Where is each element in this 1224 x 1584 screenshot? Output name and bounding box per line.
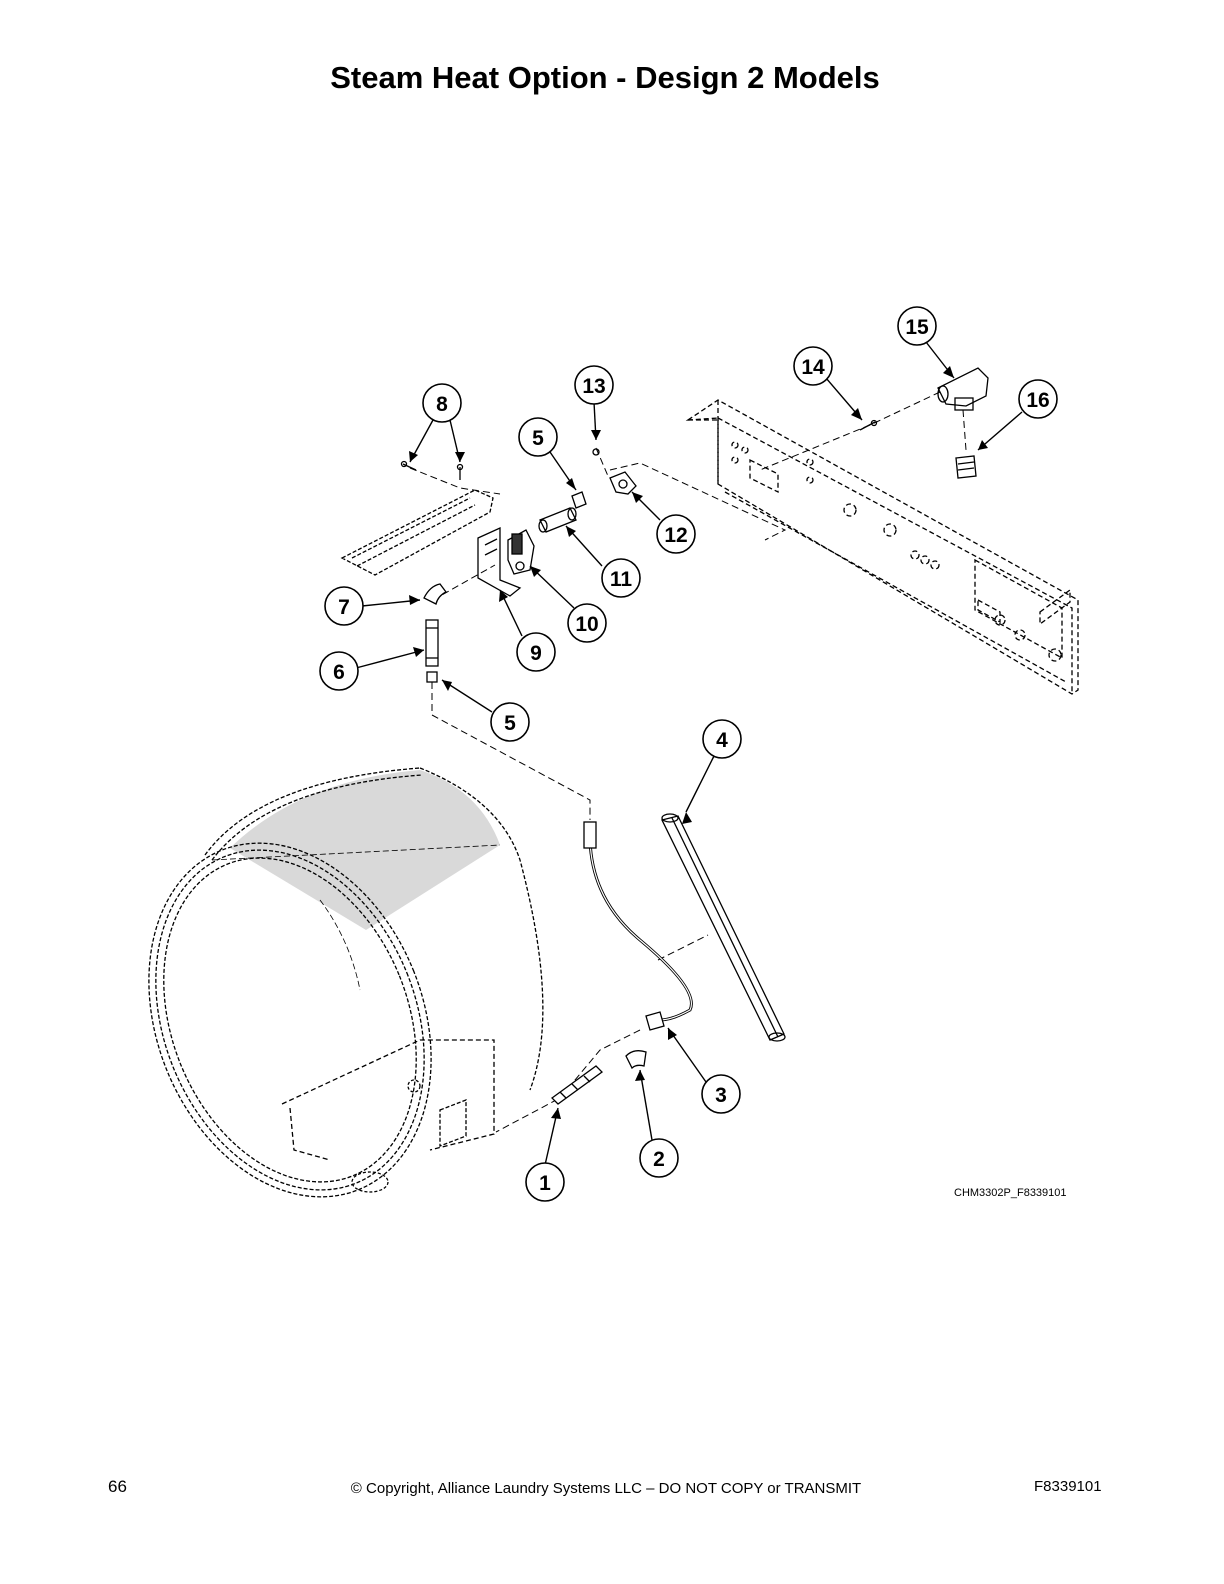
callout-10: 10: [567, 603, 607, 643]
svg-text:10: 10: [575, 613, 598, 636]
coupling-5-upper: [571, 491, 587, 509]
copyright-notice: © Copyright, Alliance Laundry Systems LL…: [350, 1480, 862, 1497]
svg-text:16: 16: [1026, 389, 1049, 412]
leader-arrows: [355, 341, 1023, 1166]
svg-text:7: 7: [338, 596, 350, 619]
drawing-id: CHM3302P_F8339101: [954, 1187, 1067, 1199]
flex-hose-3: [583, 821, 693, 1031]
svg-text:15: 15: [905, 316, 929, 339]
callouts: 1 2 3 4 5 5 6 7 8 9 10 11 12 13 14 15 16: [319, 306, 1058, 1202]
nipple-1: [551, 1065, 603, 1105]
nipple-11: [538, 507, 577, 533]
adapter-16: [955, 455, 977, 479]
callout-4: 4: [702, 719, 742, 759]
steam-coil-4: [661, 813, 786, 1042]
rear-panel: [685, 399, 1079, 695]
screw-14: [859, 419, 878, 431]
svg-text:12: 12: [664, 524, 687, 547]
callout-5-lower: 5: [490, 702, 530, 742]
svg-text:11: 11: [610, 568, 633, 591]
elbow-2: [625, 1050, 647, 1070]
arrowheads: [409, 366, 988, 1119]
bracket-9: [477, 526, 522, 597]
tee-15: [937, 367, 989, 411]
callout-15: 15: [897, 306, 937, 346]
solenoid-valve-10: [507, 529, 535, 575]
svg-text:1: 1: [539, 1172, 551, 1195]
svg-text:6: 6: [333, 661, 345, 684]
svg-text:14: 14: [801, 356, 825, 379]
callout-9: 9: [516, 632, 556, 672]
svg-text:2: 2: [653, 1148, 665, 1171]
elbow-7: [423, 583, 447, 605]
svg-text:5: 5: [504, 712, 516, 735]
mounting-bracket: [340, 489, 494, 576]
nipple-6: [425, 619, 439, 667]
callout-7: 7: [324, 586, 364, 626]
document-code: F8339101: [1034, 1478, 1102, 1495]
callout-13: 13: [574, 365, 614, 405]
svg-text:4: 4: [716, 729, 728, 752]
svg-text:8: 8: [436, 393, 448, 416]
callout-5-upper: 5: [518, 417, 558, 457]
svg-text:13: 13: [582, 375, 605, 398]
callout-8: 8: [422, 383, 462, 423]
callout-14: 14: [793, 346, 833, 386]
page-number: 66: [108, 1477, 127, 1496]
svg-text:9: 9: [530, 642, 542, 665]
assembly-lines: [409, 391, 967, 1133]
callout-2: 2: [639, 1138, 679, 1178]
svg-text:3: 3: [715, 1084, 727, 1107]
callout-16: 16: [1018, 379, 1058, 419]
callout-12: 12: [656, 514, 696, 554]
callout-11: 11: [601, 558, 641, 598]
heater-drum: [148, 767, 544, 1198]
svg-text:5: 5: [532, 427, 544, 450]
callout-6: 6: [319, 651, 359, 691]
callout-3: 3: [701, 1074, 741, 1114]
fitting-12: [609, 471, 637, 495]
plug-13: [592, 448, 600, 456]
page-title: Steam Heat Option - Design 2 Models: [330, 60, 880, 95]
coupling-5-lower: [426, 671, 438, 683]
screws-8: [400, 460, 464, 480]
callout-1: 1: [525, 1162, 565, 1202]
